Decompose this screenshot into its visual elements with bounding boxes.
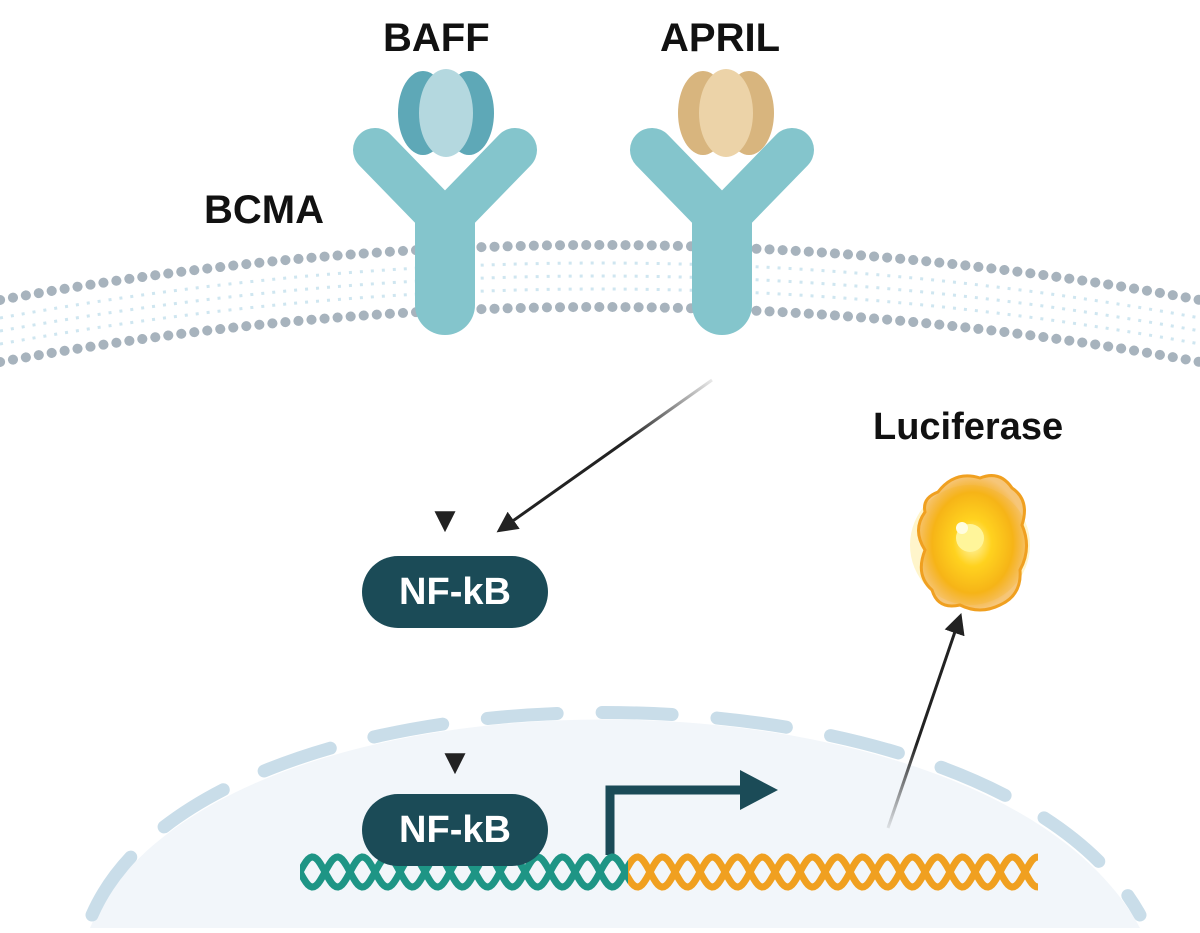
april-label: APRIL: [660, 16, 780, 60]
luciferase-label: Luciferase: [873, 406, 1064, 448]
nfkb-nucleus-pill: NF-kB: [362, 794, 548, 866]
nfkb-cytoplasm-pill: NF-kB: [362, 556, 548, 628]
nfkb-nucleus-label: NF-kB: [399, 808, 511, 851]
reporter-gene-dna: [628, 853, 1038, 891]
baff-label: BAFF: [383, 16, 490, 60]
bcma-receptor-left: [353, 128, 537, 335]
nucleus-body: [90, 719, 1140, 928]
luciferase-protein-icon: [910, 474, 1030, 612]
lipid-heads-inner: [0, 302, 1200, 367]
nfkb-cytoplasm-label: NF-kB: [399, 570, 511, 613]
cell-membrane: [0, 240, 1200, 367]
lipid-heads-outer: [0, 240, 1200, 305]
nucleus: [85, 706, 1147, 928]
april-ligand-icon: [678, 69, 774, 157]
nuclear-envelope: [85, 706, 1147, 922]
bcma-receptor-right: [630, 128, 814, 335]
arrow-bcma-right-to-nfkb: [496, 378, 713, 533]
transcription-start-arrow-icon: [605, 785, 745, 855]
arrow-gene-to-luciferase: [886, 613, 965, 829]
baff-ligand-icon: [398, 69, 494, 157]
bcma-label: BCMA: [204, 188, 324, 232]
